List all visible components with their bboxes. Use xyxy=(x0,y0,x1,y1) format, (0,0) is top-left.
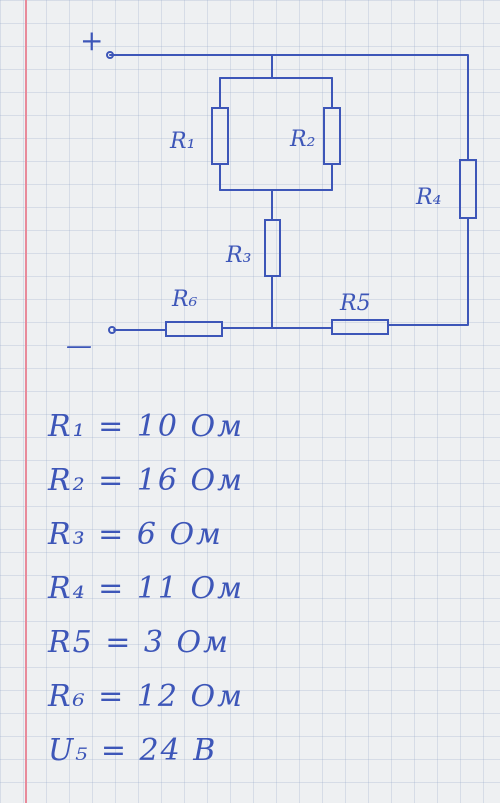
terminal-minus-label: — xyxy=(66,331,92,361)
resistor-r6 xyxy=(165,321,223,337)
resistor-r3 xyxy=(264,219,281,277)
label-r6: R₆ xyxy=(171,287,198,312)
resistor-r2 xyxy=(323,107,341,165)
label-r2: R₂ xyxy=(289,127,315,152)
label-r4: R₄ xyxy=(415,185,441,210)
value-r2: R₂ = 16 Ом xyxy=(48,463,245,498)
label-r1: R₁ xyxy=(169,129,195,154)
circuit-diagram: + — R₁ R₂ R₃ R₄ R5 R₆ xyxy=(66,24,477,361)
terminal-minus-dot xyxy=(108,326,116,334)
notebook-margin-line xyxy=(25,0,27,803)
value-r4: R₄ = 11 Ом xyxy=(48,571,245,606)
terminal-plus-dot xyxy=(106,51,114,59)
label-r5: R5 xyxy=(339,291,371,316)
value-r5: R5 = 3 Ом xyxy=(48,625,230,660)
given-values-list: R₁ = 10 Ом R₂ = 16 Ом R₃ = 6 Ом R₄ = 11 … xyxy=(48,400,308,778)
resistor-r4 xyxy=(459,159,477,219)
value-r3: R₃ = 6 Ом xyxy=(48,517,223,552)
wire-r4-bottom xyxy=(387,217,469,326)
value-u5: U₅ = 24 B xyxy=(48,733,218,768)
resistor-r1 xyxy=(211,107,229,165)
wire-top xyxy=(109,54,469,161)
value-r6: R₆ = 12 Ом xyxy=(48,679,245,714)
value-r1: R₁ = 10 Ом xyxy=(48,409,245,444)
label-r3: R₃ xyxy=(225,243,251,268)
terminal-plus-label: + xyxy=(80,24,103,57)
resistor-r5 xyxy=(331,319,389,335)
